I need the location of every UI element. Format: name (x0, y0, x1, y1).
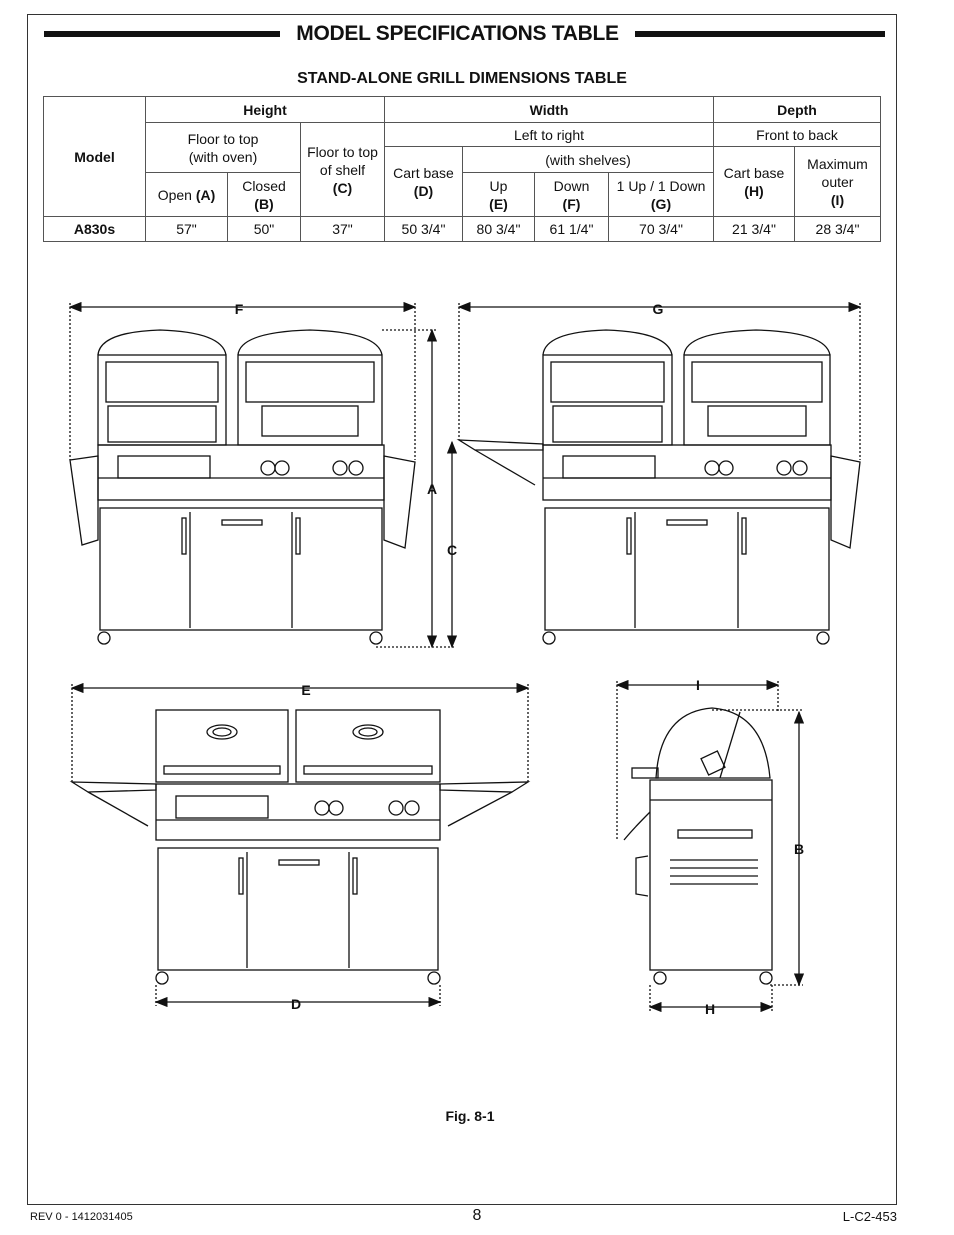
row-i: 28 3/4" (793, 216, 882, 242)
grill-front-open-shelves-down (68, 301, 458, 649)
row-f: 61 1/4" (534, 216, 609, 242)
cart-base-h-cell: Cart base (H) (713, 146, 795, 217)
title-rule-right (635, 31, 885, 37)
max-outer: Maximum outer (807, 155, 868, 190)
cart-base-d-cell: Cart base (D) (384, 146, 463, 217)
table-row: A830s 57" 50" 37" 50 3/4" 80 3/4" 61 1/4… (43, 216, 882, 242)
up-code: (E) (489, 195, 508, 212)
model-header: Model (43, 96, 146, 217)
row-g: 70 3/4" (608, 216, 714, 242)
grill-dimension-figure: F G A C E D I B H (68, 301, 862, 1017)
closed-code: (B) (254, 195, 274, 212)
down-cell: Down (F) (534, 172, 609, 217)
up-cell: Up (E) (462, 172, 535, 217)
front-to-back: Front to back (712, 122, 882, 147)
row-d: 50 3/4" (384, 216, 463, 242)
max-outer-cell: Maximum outer (I) (793, 146, 882, 217)
page-title-bar: MODEL SPECIFICATIONS TABLE (44, 22, 885, 50)
floor-to-top-shelf-code: (C) (332, 179, 353, 196)
cart-base-d-code: (D) (413, 182, 434, 199)
page-number: 8 (472, 1207, 482, 1224)
floor-to-top-shelf-cell: Floor to top of shelf (C) (300, 122, 385, 217)
dim-label-h: H (705, 1001, 715, 1017)
with-shelves: (with shelves) (462, 146, 714, 173)
dim-label-e: E (301, 682, 310, 698)
table-subtitle: STAND-ALONE GRILL DIMENSIONS TABLE (297, 70, 627, 87)
footer-doc-code: L-C2-453 (842, 1209, 897, 1224)
page-title: MODEL SPECIFICATIONS TABLE (296, 22, 619, 45)
grill-front-open-one-up-one-down (456, 301, 862, 645)
down-code: (F) (562, 195, 581, 212)
dimensions-table: Model Height Width Depth Floor to top (w… (43, 96, 882, 242)
down-label: Down (553, 177, 590, 194)
row-e: 80 3/4" (462, 216, 535, 242)
grill-side-view (615, 679, 805, 1013)
dim-label-b: B (794, 841, 804, 857)
row-a: 57" (145, 216, 228, 242)
width-header: Width (384, 96, 714, 123)
title-rule-left (44, 31, 280, 37)
row-h: 21 3/4" (713, 216, 795, 242)
closed-label: Closed (242, 177, 286, 194)
cart-base-h: Cart base (723, 164, 785, 181)
row-c: 37" (300, 216, 385, 242)
dim-label-g: G (653, 301, 664, 317)
floor-to-top-oven: Floor to top (with oven) (145, 122, 301, 173)
closed-cell: Closed (B) (227, 172, 301, 217)
up-down-label: 1 Up / 1 Down (616, 177, 706, 194)
footer-revision: REV 0 - 1412031405 (30, 1211, 133, 1223)
open-label: Open (157, 186, 196, 203)
height-header: Height (145, 96, 385, 123)
open-code: (A) (195, 186, 216, 203)
figure-caption: Fig. 8-1 (445, 1108, 495, 1124)
up-down-cell: 1 Up / 1 Down (G) (608, 172, 714, 217)
cart-base-d: Cart base (393, 164, 454, 181)
dim-label-d: D (291, 996, 301, 1012)
row-model: A830s (43, 216, 146, 242)
open-cell: Open (A) (145, 172, 228, 217)
cart-base-h-code: (H) (744, 182, 764, 199)
dim-label-c: C (447, 542, 457, 558)
up-label: Up (489, 177, 508, 194)
depth-header: Depth (712, 96, 882, 123)
page-frame (27, 14, 897, 1205)
floor-to-top-shelf: Floor to top of shelf (307, 143, 378, 178)
grill-front-closed-shelves-up (69, 682, 531, 1008)
dim-label-f: F (235, 301, 244, 317)
up-down-code: (G) (650, 195, 672, 212)
max-outer-code: (I) (830, 191, 845, 208)
row-b: 50" (227, 216, 301, 242)
left-to-right: Left to right (384, 122, 714, 147)
dim-label-a: A (427, 481, 437, 497)
dim-label-i: I (696, 677, 700, 693)
